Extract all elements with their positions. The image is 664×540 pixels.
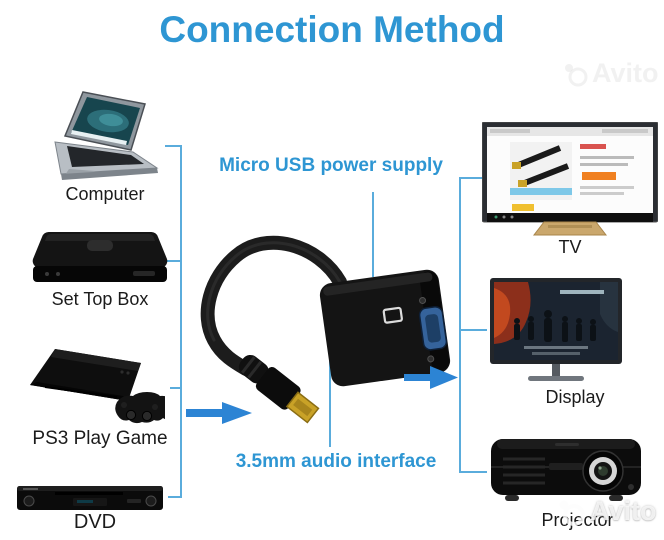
ps3-label: PS3 Play Game xyxy=(32,428,168,449)
page-title: Connection Method xyxy=(159,9,505,50)
tv-label: TV xyxy=(558,237,582,257)
audio-annotation: 3.5mm audio interface xyxy=(235,451,437,472)
projector-label: Projector xyxy=(541,510,614,530)
ps3-illustration xyxy=(30,349,165,424)
hdmi-vga-adapter-illustration xyxy=(200,235,451,424)
computer-illustration xyxy=(54,91,159,180)
vga-output-arrow-icon xyxy=(404,366,458,389)
dvd-player-illustration xyxy=(17,486,163,510)
display-label: Display xyxy=(545,387,605,407)
tv-illustration xyxy=(482,122,658,236)
set-top-box-illustration xyxy=(32,231,168,282)
projector-illustration xyxy=(491,439,641,501)
micro-usb-annotation: Micro USB power supply xyxy=(219,155,443,176)
computer-label: Computer xyxy=(65,184,145,204)
display-illustration xyxy=(490,278,622,381)
set-top-box-label: Set Top Box xyxy=(51,289,149,309)
hdmi-input-arrow-icon xyxy=(186,402,252,424)
dvd-label: DVD xyxy=(73,511,117,533)
